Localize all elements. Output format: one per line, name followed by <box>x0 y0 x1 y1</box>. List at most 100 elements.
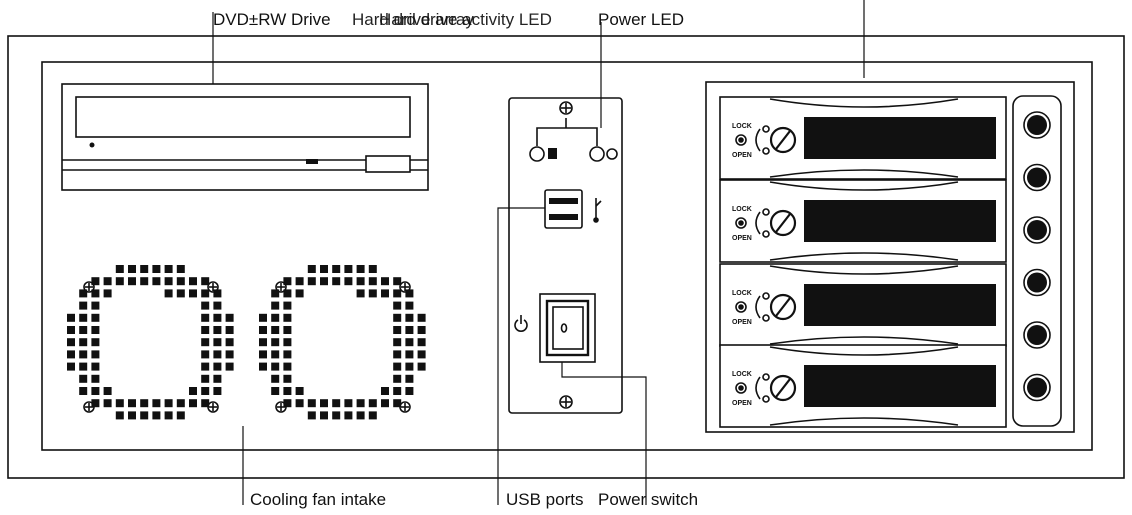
leader-lines <box>212 0 865 505</box>
fan-vent-hole <box>417 350 426 359</box>
fan-vent-hole <box>417 326 426 334</box>
drive-tray-window <box>804 284 996 326</box>
fan-vent-hole <box>393 362 402 371</box>
fan-vent-hole <box>356 289 365 298</box>
fan-vent-hole <box>103 399 112 408</box>
fan-vent-hole <box>213 387 222 395</box>
fan-vent-hole <box>164 411 173 420</box>
fan-vent-hole <box>225 313 234 322</box>
fan-vent-hole <box>271 362 280 371</box>
chassis-outer <box>7 35 1125 479</box>
fan-vent-hole <box>140 277 149 286</box>
fan-vent-hole <box>201 326 210 334</box>
round-button[interactable] <box>1023 321 1051 349</box>
fan-vent-hole <box>295 277 304 286</box>
fan-vent-hole <box>417 362 426 371</box>
fan-vent-hole <box>332 411 341 420</box>
lock-indicator-icon <box>735 217 747 229</box>
fan-vent-hole <box>79 374 88 383</box>
fan-vent-hole <box>164 265 173 273</box>
fan-vent-hole <box>405 374 414 383</box>
fan-vent-hole <box>164 289 173 298</box>
fan-vent-hole <box>332 399 341 408</box>
round-button[interactable] <box>1023 163 1051 192</box>
fan-vent-hole <box>283 399 292 408</box>
fan-vent-hole <box>381 277 389 286</box>
fan-vent-hole <box>283 387 292 395</box>
fan-vent-hole <box>405 350 414 359</box>
fan-vent-hole <box>213 326 222 334</box>
fan-vent-hole <box>332 277 341 286</box>
fan-vent-hole <box>307 277 316 286</box>
fan-vent-hole <box>344 399 353 408</box>
fan-vent-hole <box>393 399 402 408</box>
label-hard-drive-array: Hard drive array <box>352 10 474 29</box>
fan-vent-hole <box>405 301 414 310</box>
fan-vent-hole <box>152 399 161 408</box>
fan-screw <box>275 281 287 293</box>
fan-screw <box>207 401 219 413</box>
fan-vent-hole <box>307 265 316 273</box>
tray-lock-knob[interactable] <box>769 293 797 321</box>
fan-vent-hole <box>320 411 328 420</box>
fan-vent-hole <box>295 289 304 298</box>
round-button[interactable] <box>1023 373 1051 402</box>
fan-vent-hole <box>393 301 402 310</box>
fan-vent-hole <box>283 277 292 286</box>
round-button[interactable] <box>1023 216 1051 244</box>
fan-vent-hole <box>271 313 280 322</box>
fan-vent-hole <box>79 362 88 371</box>
fan-vent-hole <box>128 411 136 420</box>
fan-vent-hole <box>225 338 234 347</box>
fan-vent-hole <box>393 387 402 395</box>
power-icon <box>514 315 528 332</box>
lock-label: LOCK <box>732 290 752 297</box>
usb-ports[interactable] <box>544 189 583 229</box>
tray-lock-knob[interactable] <box>769 126 797 154</box>
power-switch[interactable] <box>539 293 596 363</box>
drive-tray-window <box>804 365 996 407</box>
label-usb-ports: USB ports <box>506 490 584 509</box>
fan-vent-hole <box>201 387 210 395</box>
fan-vent-hole <box>201 313 210 322</box>
tray-lock-knob[interactable] <box>769 209 797 237</box>
lock-indicator-icon <box>735 134 747 146</box>
fan-vent-hole <box>320 277 328 286</box>
fan-vent-hole <box>295 387 304 395</box>
fan-vent-hole <box>344 411 353 420</box>
fan-vent-hole <box>176 411 185 420</box>
io-panel <box>508 97 623 414</box>
fan-vent-hole <box>259 338 267 347</box>
lock-indicator-icon <box>735 301 747 313</box>
fan-vent-hole <box>103 387 112 395</box>
fan-screw <box>83 281 95 293</box>
open-label: OPEN <box>732 235 752 242</box>
fan-vent-hole <box>381 289 389 298</box>
fan-vent-hole <box>344 265 353 273</box>
power-led <box>589 146 618 162</box>
fan-vent-hole <box>213 374 222 383</box>
fan-vent-hole <box>381 387 389 395</box>
fan-vent-hole <box>405 387 414 395</box>
fan-vent-hole <box>152 277 161 286</box>
fan-vent-hole <box>225 350 234 359</box>
fan-vent-hole <box>356 265 365 273</box>
fan-vent-hole <box>368 289 377 298</box>
round-button[interactable] <box>1023 268 1051 297</box>
round-button[interactable] <box>1023 111 1051 139</box>
label-power-led: Power LED <box>598 10 684 29</box>
fan-vent-hole <box>115 411 124 420</box>
fan-vent-hole <box>344 277 353 286</box>
fan-vent-hole <box>283 374 292 383</box>
screw-bottom <box>559 395 573 409</box>
fan-vent-hole <box>320 265 328 273</box>
tray-lock-knob[interactable] <box>769 374 797 402</box>
fan-vent-hole <box>271 301 280 310</box>
lock-label: LOCK <box>732 123 752 130</box>
fan-vent-hole <box>164 277 173 286</box>
